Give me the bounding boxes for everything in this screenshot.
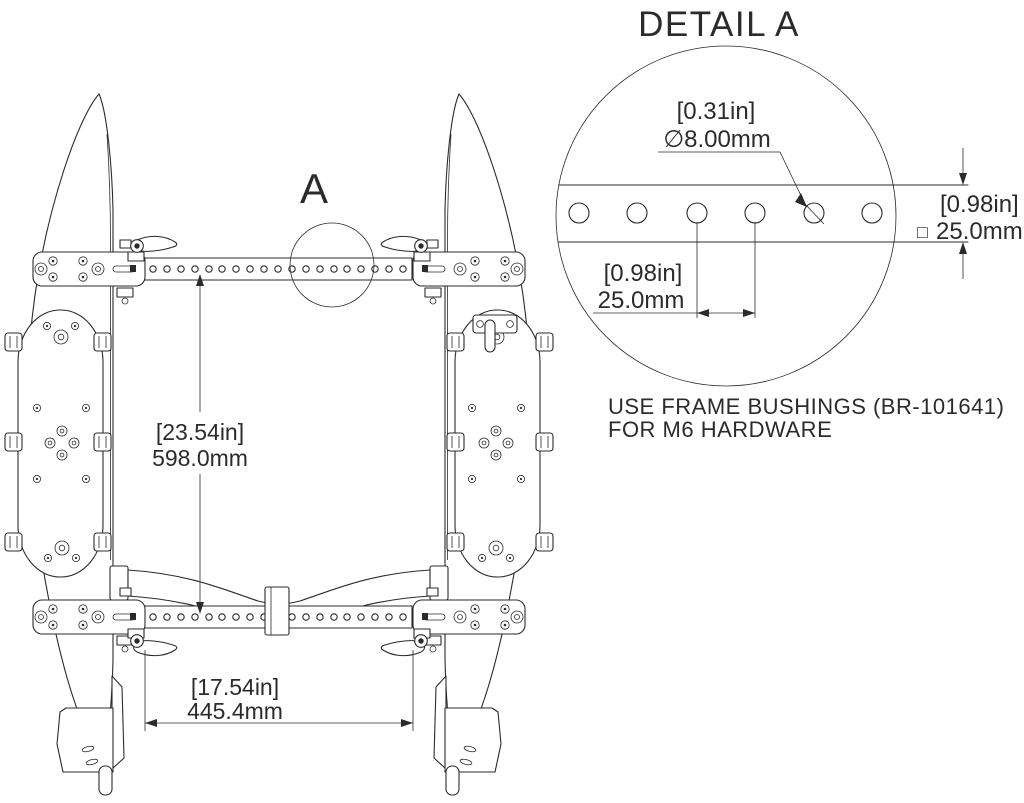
lever-top-left (127, 235, 178, 262)
vertical-dim-mm: 598.0mm (152, 445, 248, 471)
detail-a-title: DETAIL A (638, 5, 800, 44)
spacing-dim-mm: 25.0mm (598, 287, 685, 314)
detail-a-view: DETAIL A [0.31in] ∅8.00mm [0.98in] 25.0m… (555, 5, 1023, 442)
hole-slash (804, 203, 825, 225)
frame-bushing-note: USE FRAME BUSHINGS (BR-101641) FOR M6 HA… (608, 394, 1004, 442)
horizontal-dim-inches: [17.54in] (191, 674, 279, 700)
horizontal-dim-mm: 445.4mm (187, 698, 283, 724)
section-dim-mm: 25.0mm (936, 218, 1023, 245)
main-top-view: A [23.54in] 598.0mm [17.54in] 445.4mm (4, 93, 554, 796)
lever-bottom-left (127, 628, 178, 657)
vertical-dim-inches: [23.54in] (156, 419, 244, 445)
spacing-dim-inches: [0.98in] (604, 260, 683, 287)
vertical-dimension: [23.54in] 598.0mm (152, 274, 248, 614)
right-hull (433, 93, 554, 796)
hole-spacing-dimension: [0.98in] 25.0mm (593, 222, 756, 318)
diameter-dim-inches: [0.31in] (677, 98, 756, 125)
lever-bottom-right (380, 628, 431, 657)
antenna-mast-bracket (472, 314, 518, 353)
diameter-callout: [0.31in] ∅8.00mm (658, 98, 807, 207)
left-hull (4, 93, 125, 796)
conduit-clamp (264, 586, 290, 636)
section-dim-inches: [0.98in] (940, 191, 1019, 218)
beam-section-dimension: [0.98in] □ 25.0mm (917, 148, 1023, 279)
detail-holes (568, 202, 883, 224)
note-line-2: FOR M6 HARDWARE (608, 417, 832, 442)
note-line-1: USE FRAME BUSHINGS (BR-101641) (608, 394, 1004, 419)
lever-top-right (380, 235, 431, 262)
horizontal-dimension: [17.54in] 445.4mm (144, 650, 414, 731)
detail-boundary-circle (555, 45, 897, 387)
detail-beam-strip (557, 184, 969, 243)
diameter-dim-mm: ∅8.00mm (663, 126, 771, 153)
detail-callout-circle (289, 222, 375, 308)
detail-callout-label: A (300, 165, 328, 212)
section-square-symbol: □ (917, 222, 928, 242)
